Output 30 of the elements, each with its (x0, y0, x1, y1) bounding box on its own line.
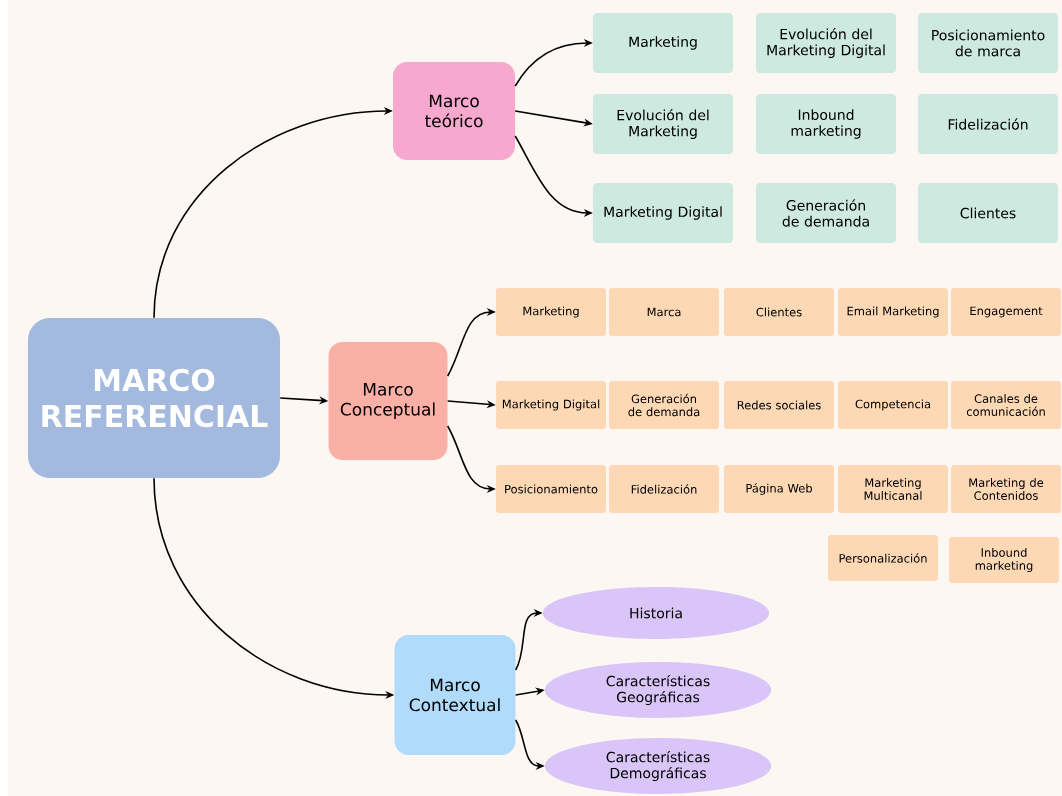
branch-box: Marco teórico (393, 62, 515, 160)
item-box: Clientes (918, 183, 1058, 243)
item-box: Página Web (724, 465, 834, 513)
item-box: Canales de comunicación (951, 381, 1061, 429)
item-box: Personalización (828, 535, 938, 581)
item-box: Posicionamiento de marca (918, 13, 1058, 73)
topic-box: MARCO REFERENCIAL (28, 318, 280, 478)
item-box: Email Marketing (838, 288, 948, 336)
branch-box: Marco Contextual (394, 635, 516, 755)
item-box: Marketing Digital (496, 381, 606, 429)
item-box: Evolución del Marketing (593, 94, 733, 154)
branch-box: Marco Conceptual (328, 342, 448, 460)
item-box: Inbound marketing (949, 537, 1059, 583)
item-box: Generación de demanda (756, 183, 896, 243)
item-box: Marketing de Contenidos (951, 465, 1061, 513)
item-box: Competencia (838, 381, 948, 429)
item-box: Generación de demanda (609, 381, 719, 429)
item-box: Marketing (593, 13, 733, 73)
item-box: Posicionamiento (496, 465, 606, 513)
item-box: Fidelización (918, 94, 1058, 154)
item-box: Marketing Digital (593, 183, 733, 243)
item-box: Redes sociales (724, 381, 834, 429)
item-box: Clientes (724, 288, 834, 336)
item-box: Marketing (496, 288, 606, 336)
item-box: Inbound marketing (756, 94, 896, 154)
item-box: Marca (609, 288, 719, 336)
item-box: Evolución del Marketing Digital (756, 13, 896, 73)
item-box: Marketing Multicanal (838, 465, 948, 513)
item-box: Fidelización (609, 465, 719, 513)
item-box: Engagement (951, 288, 1061, 336)
